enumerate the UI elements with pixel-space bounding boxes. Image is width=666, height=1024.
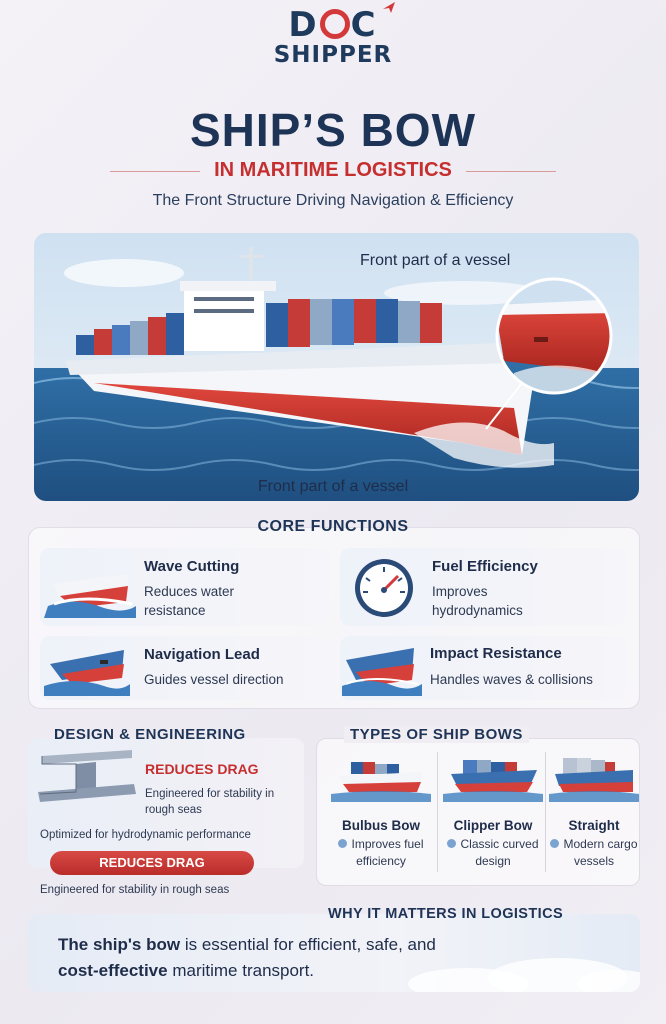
card-navigation-lead: Navigation Lead Guides vessel direction xyxy=(40,636,330,700)
why-it-matters-panel xyxy=(28,914,640,992)
design-engineering-title: DESIGN & ENGINEERING xyxy=(54,726,246,743)
bow-types-title: TYPES OF SHIP BOWS xyxy=(344,726,529,743)
design-text-stability-2: Engineered for stability in rough seas xyxy=(40,884,230,896)
cloud-decoration xyxy=(408,958,640,992)
divider xyxy=(437,752,438,872)
design-text-hydrodynamic: Optimized for hydrodynamic performance xyxy=(40,829,251,841)
globe-icon xyxy=(319,9,350,39)
page-subtitle: IN MARITIME LOGISTICS xyxy=(110,159,556,182)
reduces-drag-heading: REDUCES DRAG xyxy=(145,761,259,777)
design-text-stability: Engineered for stability in rough seas xyxy=(145,788,275,816)
clipper-bow-ship-icon xyxy=(443,760,543,802)
card-title-fuel-efficiency: Fuel Efficiency xyxy=(432,558,538,575)
logo-wordmark-bottom: SHIPPER xyxy=(273,42,393,68)
why-it-matters-title: WHY IT MATTERS IN LOGISTICS xyxy=(328,906,564,922)
bullet-icon xyxy=(447,839,457,848)
card-title-impact-resistance: Impact Resistance xyxy=(430,645,562,662)
bow-type-name-straight: Straight xyxy=(568,818,620,833)
bulbus-bow-ship-icon xyxy=(331,762,431,802)
hero-ship-illustration xyxy=(34,233,639,501)
bow-type-desc-bulbus: Improves fuel efficiency xyxy=(328,836,434,870)
bullet-icon xyxy=(550,839,560,848)
card-title-wave-cutting: Wave Cutting xyxy=(144,558,240,575)
bow-type-desc-straight: Modern cargo vessels xyxy=(548,836,640,870)
card-desc-impact-resistance: Handles waves & collisions xyxy=(430,672,593,687)
card-desc-wave-cutting: Reduces water resistance xyxy=(144,584,235,618)
hero-label-top: Front part of a vessel xyxy=(360,252,511,269)
page-title: SHIP’S BOW xyxy=(189,104,477,156)
bullet-icon xyxy=(338,839,348,848)
card-desc-navigation-lead: Guides vessel direction xyxy=(144,672,284,687)
card-impact-resistance: Impact Resistance Handles waves & collis… xyxy=(340,636,626,700)
ship-bow-icon xyxy=(44,650,130,696)
card-wave-cutting: Wave Cutting Reduces water resistance xyxy=(40,548,330,626)
ship-bow-icon xyxy=(44,574,136,618)
plane-icon xyxy=(382,2,395,13)
reduces-drag-badge: REDUCES DRAG xyxy=(50,851,254,875)
straight-bow-ship-icon xyxy=(549,758,639,802)
bow-type-clipper: Clipper Bow Classic curved design xyxy=(440,748,546,870)
bow-type-bulbus: Bulbus Bow Improves fuel efficiency xyxy=(328,748,434,870)
hero-label-bottom: Front part of a vessel xyxy=(257,478,409,495)
page-tagline: The Front Structure Driving Navigation &… xyxy=(152,192,514,209)
bow-type-straight: Straight Modern cargo vessels xyxy=(548,748,640,870)
divider xyxy=(545,752,546,872)
bow-type-name-clipper: Clipper Bow xyxy=(453,818,533,833)
bow-type-desc-clipper: Classic curved design xyxy=(440,836,546,870)
steel-beam-icon xyxy=(38,750,136,802)
card-desc-fuel-efficiency: Improves hydrodynamics xyxy=(432,584,523,618)
card-title-navigation-lead: Navigation Lead xyxy=(144,646,260,663)
gauge-icon xyxy=(355,559,413,617)
card-fuel-efficiency: Fuel Efficiency Improves hydrodynamics xyxy=(340,548,626,626)
why-it-matters-text: The ship's bow is essential for efficien… xyxy=(58,935,436,980)
ship-bow-icon xyxy=(342,648,422,696)
bow-type-name-bulbus: Bulbus Bow xyxy=(342,818,420,833)
core-functions-title: CORE FUNCTIONS xyxy=(257,518,409,535)
